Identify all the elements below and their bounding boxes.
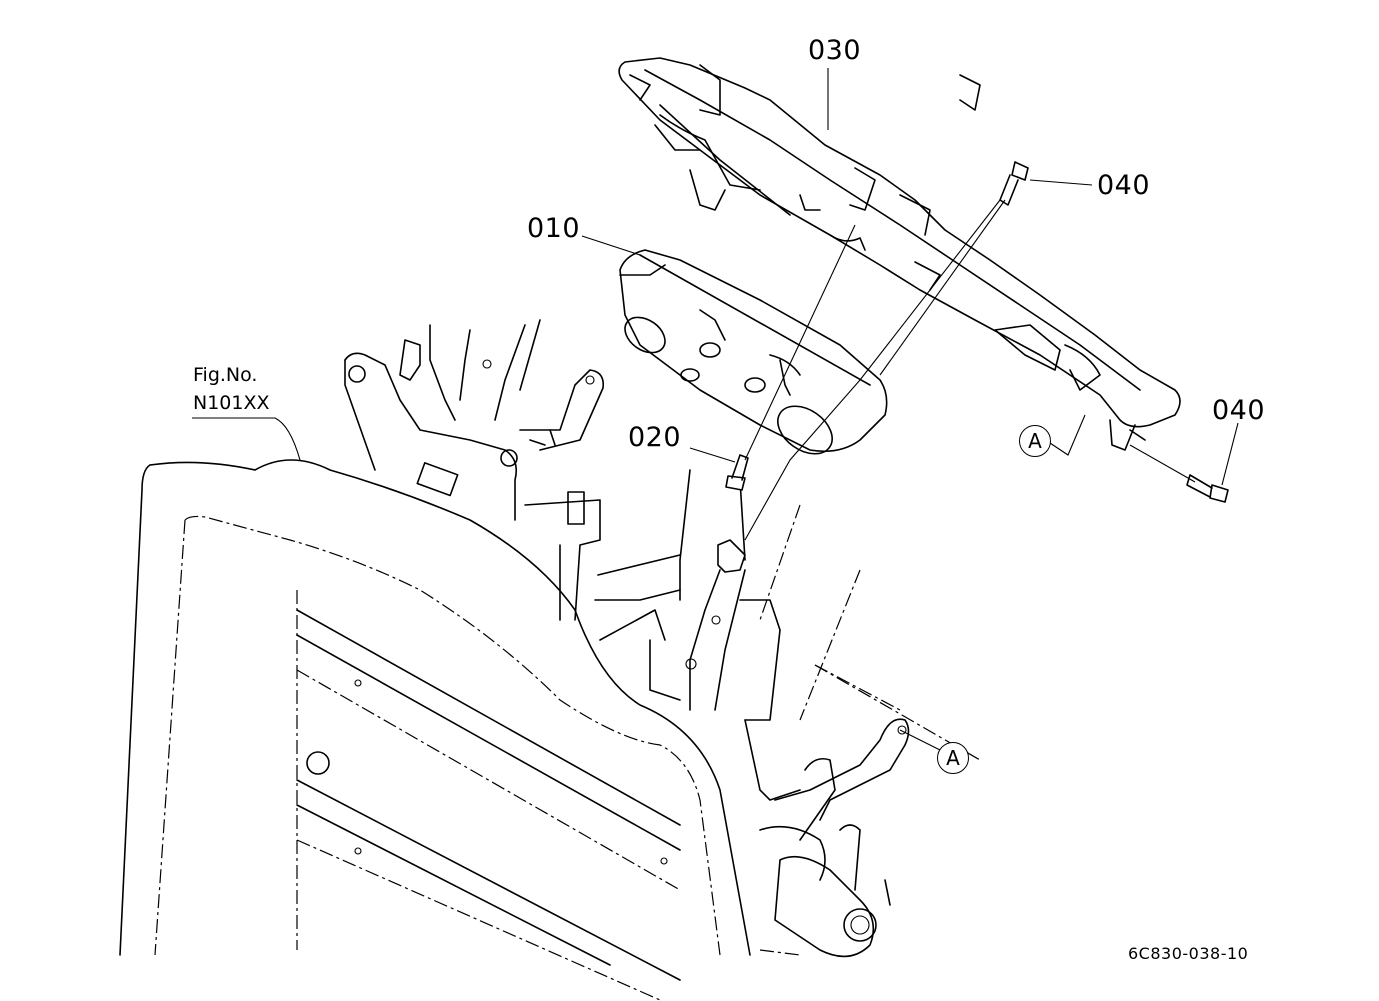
front-panel [119, 459, 751, 1001]
mounting-bracket [344, 319, 981, 801]
fig-ref-label: N101XX [193, 392, 270, 414]
part-010-meter [619, 249, 888, 455]
part-040-top-label: 040 [1097, 170, 1151, 201]
screw-020 [725, 454, 749, 491]
part-030-label: 030 [808, 35, 862, 66]
callout-a-upper: A [1019, 425, 1051, 457]
part-040-right-label: 040 [1212, 395, 1266, 426]
callout-a-lower: A [937, 742, 969, 774]
part-020-label: 020 [628, 422, 682, 453]
drawing-code: 6C830-038-10 [1128, 944, 1249, 963]
screw-040-top [999, 161, 1029, 206]
lower-linkage [759, 718, 910, 958]
fig-no-label: Fig.No. [193, 364, 258, 386]
part-010-label: 010 [527, 213, 581, 244]
leader-lines [192, 68, 1239, 751]
part-030-cover [618, 57, 1181, 451]
screw-040-right [1186, 474, 1229, 503]
